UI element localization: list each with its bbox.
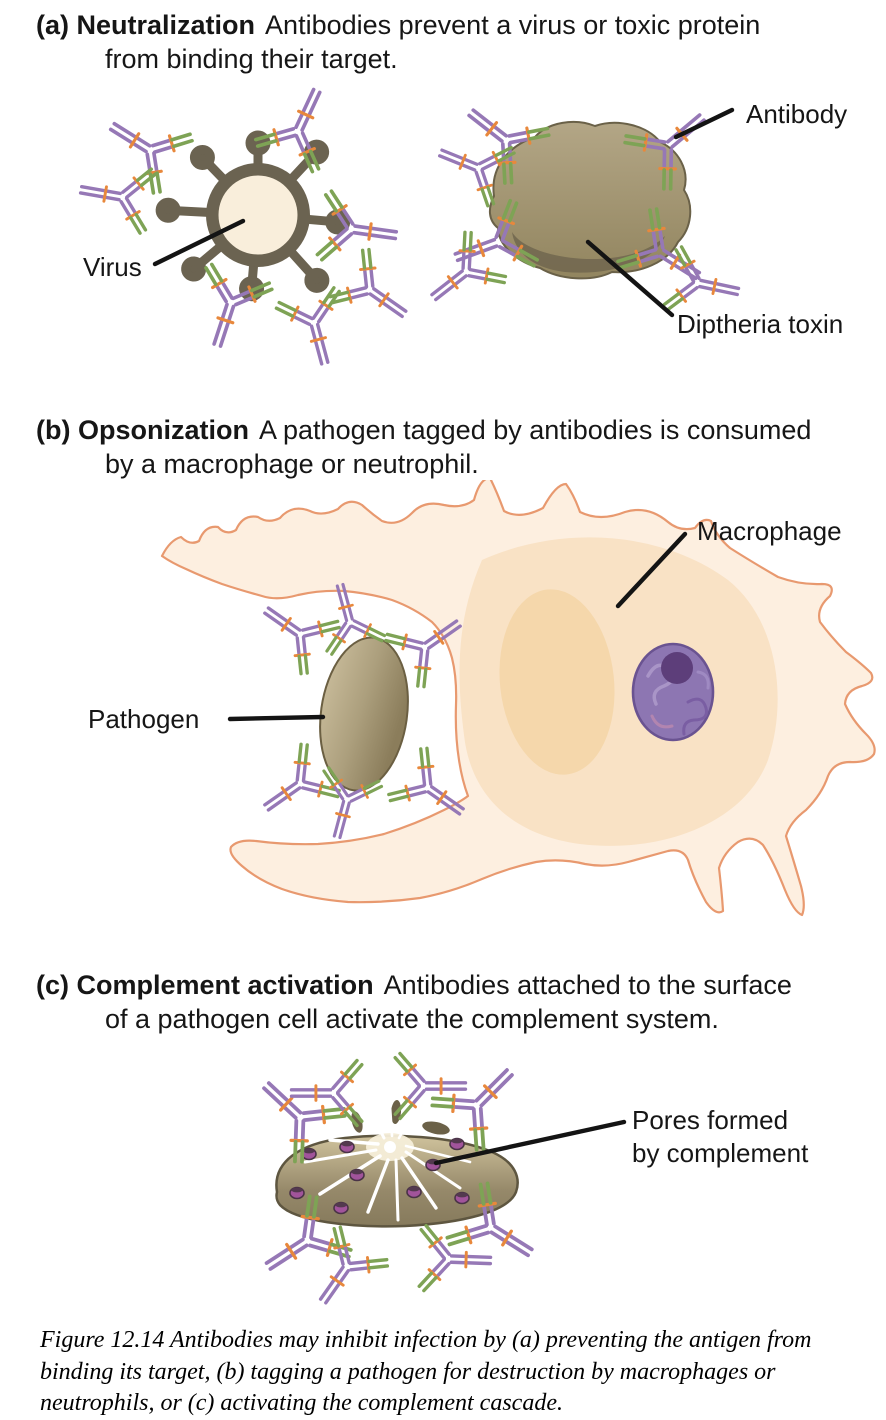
macrophage-label: Macrophage (697, 516, 842, 546)
pores-label: Pores formed by complement (632, 1104, 808, 1170)
toxin-label: Diptheria toxin (677, 309, 844, 339)
nucleus-icon (631, 642, 715, 742)
pores-label-line2: by complement (632, 1138, 809, 1168)
antibody-icon (75, 155, 160, 237)
pore-icon (289, 1186, 305, 1200)
panel-a-title: Neutralization (76, 10, 256, 40)
pore-icon (349, 1168, 365, 1182)
virus-icon (155, 130, 351, 302)
panel-b-description-2: by a macrophage or neutrophil. (105, 449, 479, 479)
toxin-pointer-line (585, 239, 675, 318)
antibody-icon (272, 283, 359, 372)
antibody-icon (413, 225, 513, 324)
antibody-icon (250, 75, 351, 178)
figure-caption: Figure 12.14 Antibodies may inhibit infe… (40, 1325, 870, 1420)
panel-a-description-2: from binding their target. (105, 44, 398, 74)
panel-c-title: Complement activation (76, 970, 374, 1000)
panel-b-tag: (b) (36, 415, 71, 445)
neutralization-illustration (0, 0, 886, 400)
caption-line1: Figure 12.14 Antibodies may inhibit infe… (40, 1327, 812, 1353)
panel-a-description: Antibodies prevent a virus or toxic prot… (265, 10, 761, 40)
pore-icon (406, 1185, 422, 1199)
panel-a-heading: (a) Neutralization Antibodies prevent a v… (36, 8, 760, 76)
pores-pointer-line (433, 1119, 627, 1166)
virus-label: Virus (83, 252, 142, 282)
macrophage-icon (160, 480, 876, 917)
antibody-pointer-line (673, 107, 735, 140)
antibody-icon (313, 187, 401, 272)
panel-b-title: Opsonization (78, 415, 249, 445)
pathogen-pointer-line (227, 714, 326, 722)
pathogen-icon (319, 636, 409, 792)
panel-c-description-2: of a pathogen cell activate the compleme… (105, 1004, 719, 1034)
panel-b-heading: (b) Opsonization A pathogen tagged by ant… (36, 413, 811, 481)
pathogen-label: Pathogen (88, 704, 200, 734)
antibody-icon (294, 1221, 394, 1322)
caption-line2: binding its target, (b) tagging a pathog… (40, 1358, 776, 1385)
opsonization-illustration (160, 480, 876, 917)
antibody-label: Antibody (746, 99, 848, 129)
macrophage-pointer-line (615, 531, 688, 609)
pores-label-line1: Pores formed (632, 1105, 789, 1135)
panel-c-description: Antibodies attached to the surface (383, 970, 792, 1000)
panel-a-tag: (a) (36, 10, 69, 40)
pore-icon (454, 1191, 470, 1205)
panel-c-heading: (c) Complement activation Antibodies atta… (36, 968, 792, 1036)
pore-icon (449, 1137, 465, 1151)
panel-b-description: A pathogen tagged by antibodies is consu… (259, 415, 812, 445)
pore-icon (333, 1201, 349, 1215)
panel-c-tag: (c) (36, 970, 69, 1000)
pore-icon (339, 1140, 355, 1154)
caption-line3: neutrophils, or (c) activating the compl… (40, 1390, 563, 1416)
virus-pointer-line (152, 218, 246, 267)
complement-activation-illustration (0, 1040, 627, 1330)
